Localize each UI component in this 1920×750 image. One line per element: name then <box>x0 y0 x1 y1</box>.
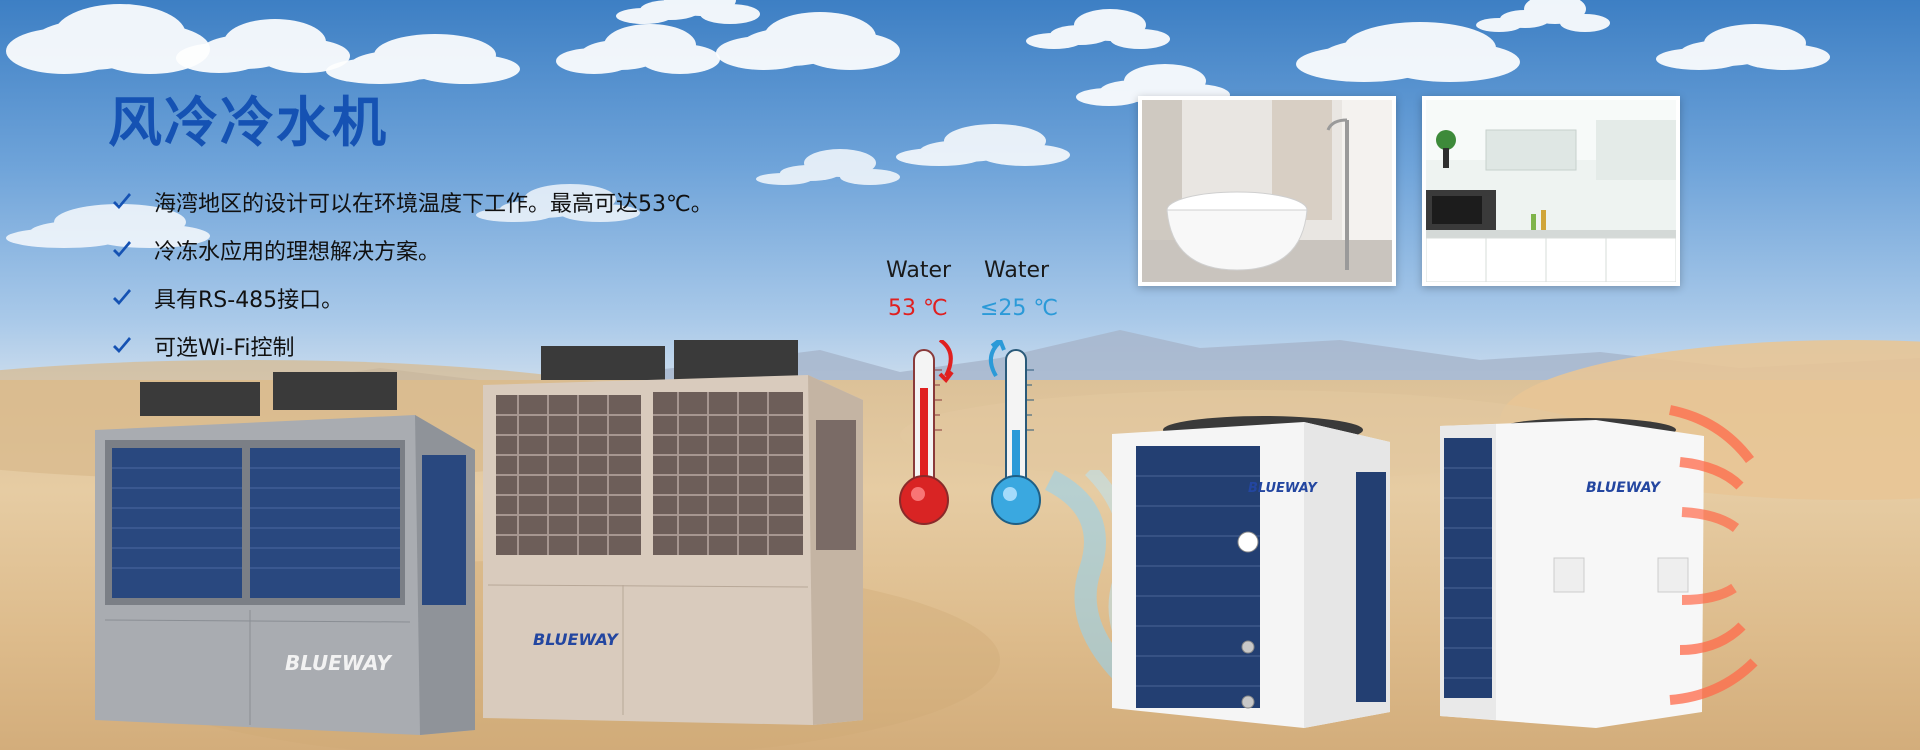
cold-thermometer-icon <box>988 340 1041 525</box>
kitchen-photo <box>1422 96 1680 286</box>
feature-item: 可选Wi-Fi控制 <box>110 322 713 370</box>
feature-item: 冷冻水应用的理想解决方案。 <box>110 226 713 274</box>
page-title: 风冷冷水机 <box>108 91 388 154</box>
feature-text: 海湾地区的设计可以在环境温度下工作。最高可达53℃。 <box>154 192 713 217</box>
feature-text: 冷冻水应用的理想解决方案。 <box>154 240 441 265</box>
svg-text:BLUEWAY: BLUEWAY <box>533 630 619 649</box>
check-icon <box>113 193 131 209</box>
grey-chiller-unit: BLUEWAY <box>95 372 475 735</box>
beige-chiller-unit: BLUEWAY <box>483 340 863 725</box>
feature-item: 海湾地区的设计可以在环境温度下工作。最高可达53℃。 <box>110 178 713 226</box>
check-icon <box>113 241 131 257</box>
feature-item: 具有RS-485接口。 <box>110 274 713 322</box>
brand-logo: BLUEWAY <box>285 651 393 675</box>
white-heat-pump-unit: BLUEWAY <box>1112 416 1390 728</box>
feature-text: 可选Wi-Fi控制 <box>154 336 295 361</box>
check-icon <box>113 289 131 305</box>
bathroom-photo <box>1138 96 1396 286</box>
white-heat-pump-unit-2: BLUEWAY <box>1440 418 1704 728</box>
cold-water-label: Water <box>984 258 1050 283</box>
cold-water-temperature: ≤25 ℃ <box>980 296 1059 321</box>
svg-text:BLUEWAY: BLUEWAY <box>1248 481 1318 496</box>
hot-water-label: Water <box>886 258 952 283</box>
svg-text:BLUEWAY: BLUEWAY <box>1586 480 1662 496</box>
feature-list: 海湾地区的设计可以在环境温度下工作。最高可达53℃。 冷冻水应用的理想解决方案。… <box>110 178 713 370</box>
hot-water-temperature: 53 ℃ <box>888 296 948 321</box>
check-icon <box>113 337 131 353</box>
heat-wave-icon <box>1668 405 1758 705</box>
thermometers-illustration <box>899 340 1041 525</box>
feature-text: 具有RS-485接口。 <box>154 288 344 313</box>
hot-thermometer-icon <box>899 340 954 525</box>
